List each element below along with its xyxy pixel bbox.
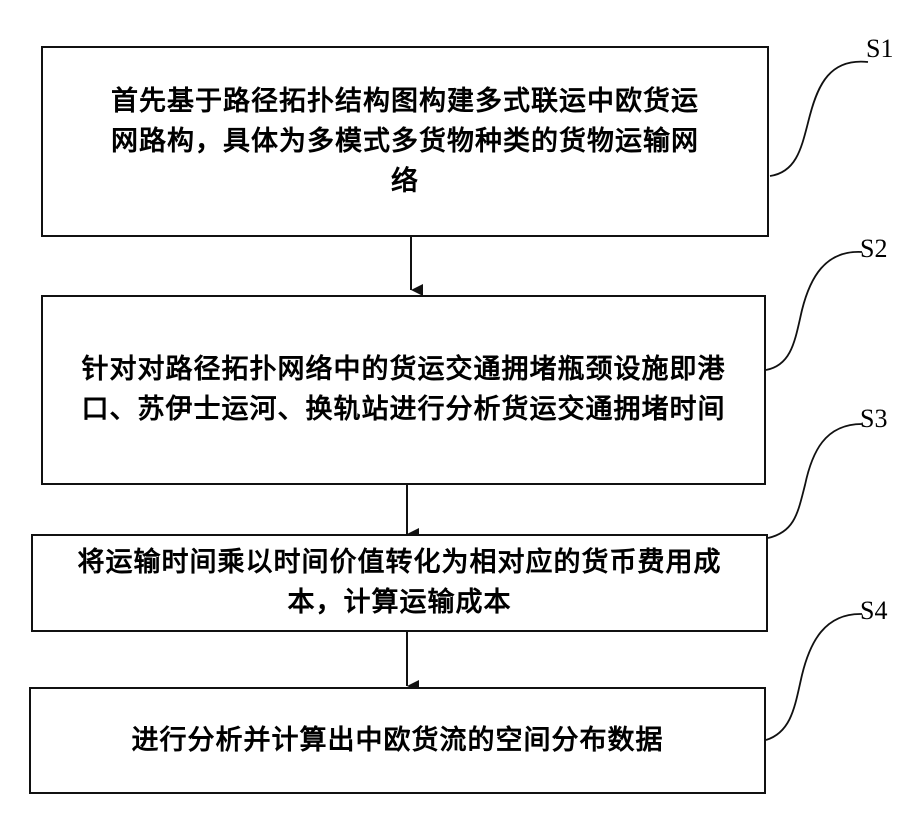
step-label-s1: S1 <box>866 36 893 62</box>
step-text-s2: 针对对路径拓扑网络中的货运交通拥堵瓶颈设施即港口、苏伊士运河、换轨站进行分析货运… <box>64 350 744 430</box>
step-text-s1: 首先基于路径拓扑结构图构建多式联运中欧货运网路构，具体为多模式多货物种类的货物运… <box>105 82 705 202</box>
leader-line-s4 <box>766 614 862 740</box>
step-box-s2: 针对对路径拓扑网络中的货运交通拥堵瓶颈设施即港口、苏伊士运河、换轨站进行分析货运… <box>41 295 766 485</box>
leader-line-s2 <box>766 252 862 370</box>
step-label-s2: S2 <box>860 236 887 262</box>
step-box-s3: 将运输时间乘以时间价值转化为相对应的货币费用成本，计算运输成本 <box>31 534 768 632</box>
step-label-s4: S4 <box>860 598 887 624</box>
step-text-s4: 进行分析并计算出中欧货流的空间分布数据 <box>58 721 738 761</box>
step-box-s4: 进行分析并计算出中欧货流的空间分布数据 <box>29 687 766 794</box>
leader-line-s1 <box>770 62 868 176</box>
step-text-s3: 将运输时间乘以时间价值转化为相对应的货币费用成本，计算运输成本 <box>60 543 740 623</box>
step-box-s1: 首先基于路径拓扑结构图构建多式联运中欧货运网路构，具体为多模式多货物种类的货物运… <box>41 46 769 237</box>
step-label-s3: S3 <box>860 406 887 432</box>
leader-line-s3 <box>768 424 862 538</box>
